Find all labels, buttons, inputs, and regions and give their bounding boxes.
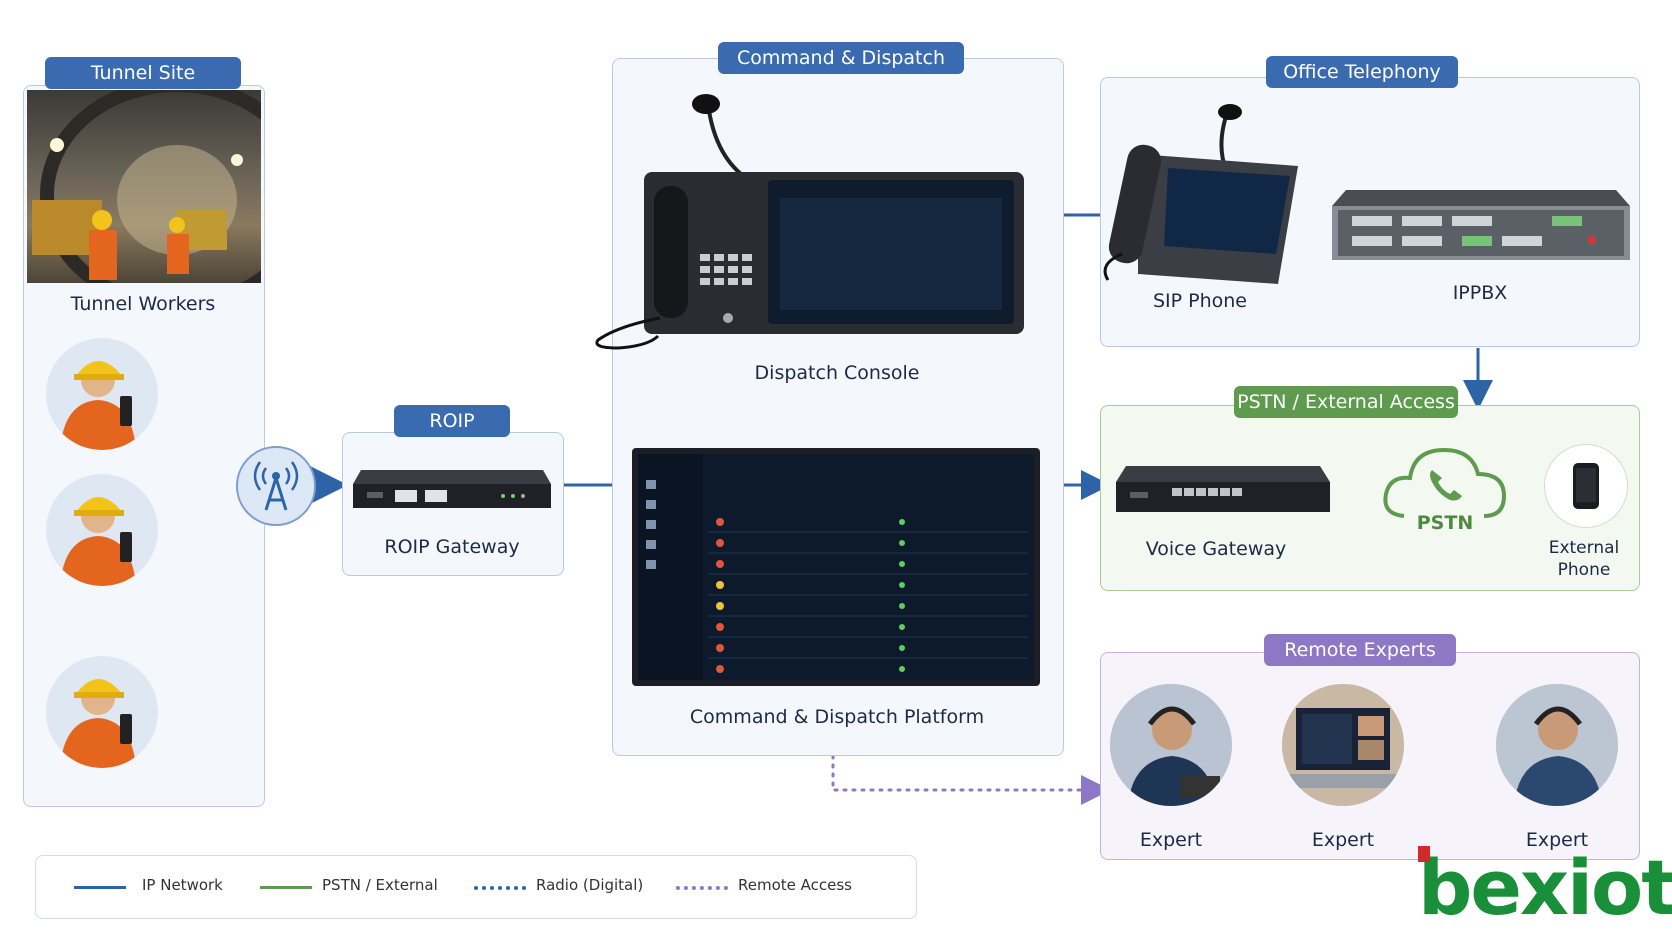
worker-icon [60, 497, 136, 586]
expert-avatar [1496, 684, 1618, 806]
expert-avatar [1110, 684, 1232, 806]
pstn-cloud-label: PSTN [1416, 512, 1474, 534]
legend-label-radio: Radio (Digital) [536, 876, 644, 894]
bexiot-logo: bexiot [1418, 850, 1672, 926]
sip-phone-device [1098, 104, 1298, 290]
logo-accent-mark [1418, 846, 1430, 862]
expert-label: Expert [1525, 829, 1589, 851]
voice-gateway-label: Voice Gateway [1145, 538, 1287, 560]
dispatch-console-label: Dispatch Console [754, 362, 920, 384]
pstn-cloud-icon [1380, 440, 1510, 536]
worker-avatar [46, 338, 158, 450]
expert-avatar [1282, 684, 1404, 806]
sip-phone-label: SIP Phone [1152, 290, 1248, 312]
dispatch-platform-screen [632, 448, 1040, 686]
roip-gateway-device [353, 468, 551, 512]
legend-swatch-radio [474, 886, 526, 890]
expert-label: Expert [1139, 829, 1203, 851]
dispatch-console-device [588, 86, 1034, 354]
worker-icon [60, 679, 136, 768]
tunnel-workers-label: Tunnel Workers [70, 293, 216, 315]
expert-headset-icon [1496, 684, 1618, 806]
remote-access-link [831, 754, 1111, 805]
legend: IP Network PSTN / External Radio (Digita… [35, 855, 917, 919]
legend-swatch-pstn [260, 886, 312, 889]
roip-title: ROIP [394, 405, 510, 437]
legend-swatch-remote [676, 886, 728, 890]
legend-label-ip: IP Network [142, 876, 223, 894]
legend-label-pstn: PSTN / External [322, 876, 438, 894]
external-phone-label-2: Phone [1557, 560, 1611, 580]
office-telephony-title: Office Telephony [1266, 56, 1458, 88]
pstn-access-title: PSTN / External Access [1234, 386, 1458, 418]
worker-avatar [46, 656, 158, 768]
expert-headset-icon [1110, 684, 1232, 806]
worker-icon [60, 361, 136, 450]
external-phone-label-1: External [1548, 538, 1620, 558]
legend-label-remote: Remote Access [738, 876, 852, 894]
radio-antenna-icon [236, 446, 316, 526]
expert-laptop-icon [1282, 684, 1404, 806]
expert-label: Expert [1311, 829, 1375, 851]
logo-text: bexiot [1418, 843, 1672, 932]
command-dispatch-title: Command & Dispatch [718, 42, 964, 74]
roip-gateway-label: ROIP Gateway [384, 536, 520, 558]
ippbx-label: IPPBX [1452, 282, 1508, 304]
ippbx-device [1332, 188, 1630, 266]
tunnel-photo [27, 90, 261, 283]
remote-experts-title: Remote Experts [1264, 634, 1456, 666]
legend-swatch-ip [74, 886, 126, 889]
voice-gateway-device [1116, 464, 1330, 516]
worker-avatar [46, 474, 158, 586]
dispatch-platform-label: Command & Dispatch Platform [689, 706, 985, 728]
external-phone-icon [1544, 444, 1628, 528]
tunnel-site-title: Tunnel Site [45, 57, 241, 89]
